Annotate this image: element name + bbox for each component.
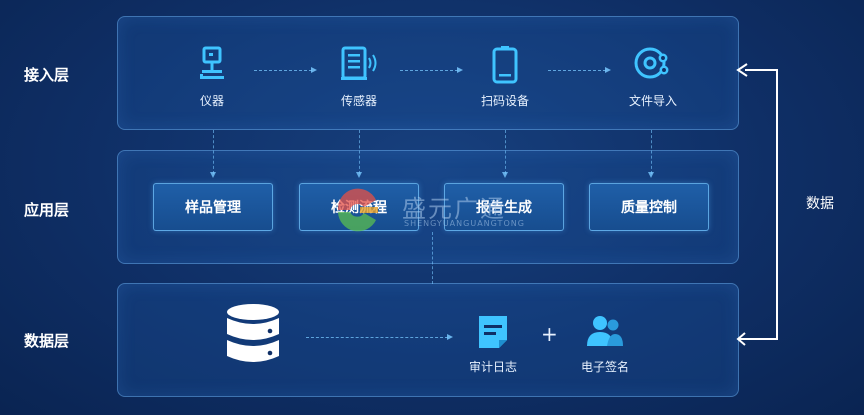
instrument-icon <box>200 46 224 79</box>
data-item-audit-log: 审计日志 <box>443 314 543 375</box>
module-testing-workflow[interactable]: 检测流程 <box>299 183 419 231</box>
access-item-file-import: 文件导入 <box>603 44 703 109</box>
module-sample-management[interactable]: 样品管理 <box>153 183 273 231</box>
data-arrow <box>306 337 448 338</box>
access-item-label: 文件导入 <box>628 94 677 108</box>
connector-down-4 <box>651 130 652 174</box>
access-item-instrument: 仪器 <box>162 44 262 109</box>
access-arrow-3 <box>548 70 606 71</box>
module-quality-control[interactable]: 质量控制 <box>589 183 709 231</box>
connector-down-3 <box>505 130 506 174</box>
connector-app-to-data <box>432 232 433 284</box>
data-item-label: 电子签名 <box>580 360 629 374</box>
module-report-generation[interactable]: 报告生成 <box>444 183 564 231</box>
side-data-label: 数据 <box>806 196 834 212</box>
connector-down-2 <box>359 130 360 174</box>
data-item-label: 审计日志 <box>468 360 517 374</box>
access-item-label: 传感器 <box>340 94 377 108</box>
file-import-icon <box>634 47 669 79</box>
sensor-icon <box>341 46 377 80</box>
access-arrow-2 <box>400 70 458 71</box>
data-layer-panel <box>117 283 739 397</box>
phone-scanner-icon <box>492 46 518 84</box>
data-item-e-signature: 电子签名 <box>555 314 655 375</box>
access-item-scanner: 扫码设备 <box>455 44 555 109</box>
database-icon <box>227 304 279 362</box>
access-item-sensor: 传感器 <box>309 44 409 109</box>
e-signature-icon <box>587 316 623 346</box>
access-arrow-1 <box>254 70 312 71</box>
layer-label-data: 数据层 <box>24 332 70 350</box>
feedback-arrow <box>736 63 778 346</box>
connector-down-1 <box>213 130 214 174</box>
access-item-label: 扫码设备 <box>480 94 529 108</box>
audit-log-icon <box>479 316 507 348</box>
layer-label-application: 应用层 <box>24 201 70 219</box>
plus-sign: + <box>541 322 558 346</box>
layer-label-access: 接入层 <box>24 66 70 84</box>
access-item-label: 仪器 <box>199 94 224 108</box>
